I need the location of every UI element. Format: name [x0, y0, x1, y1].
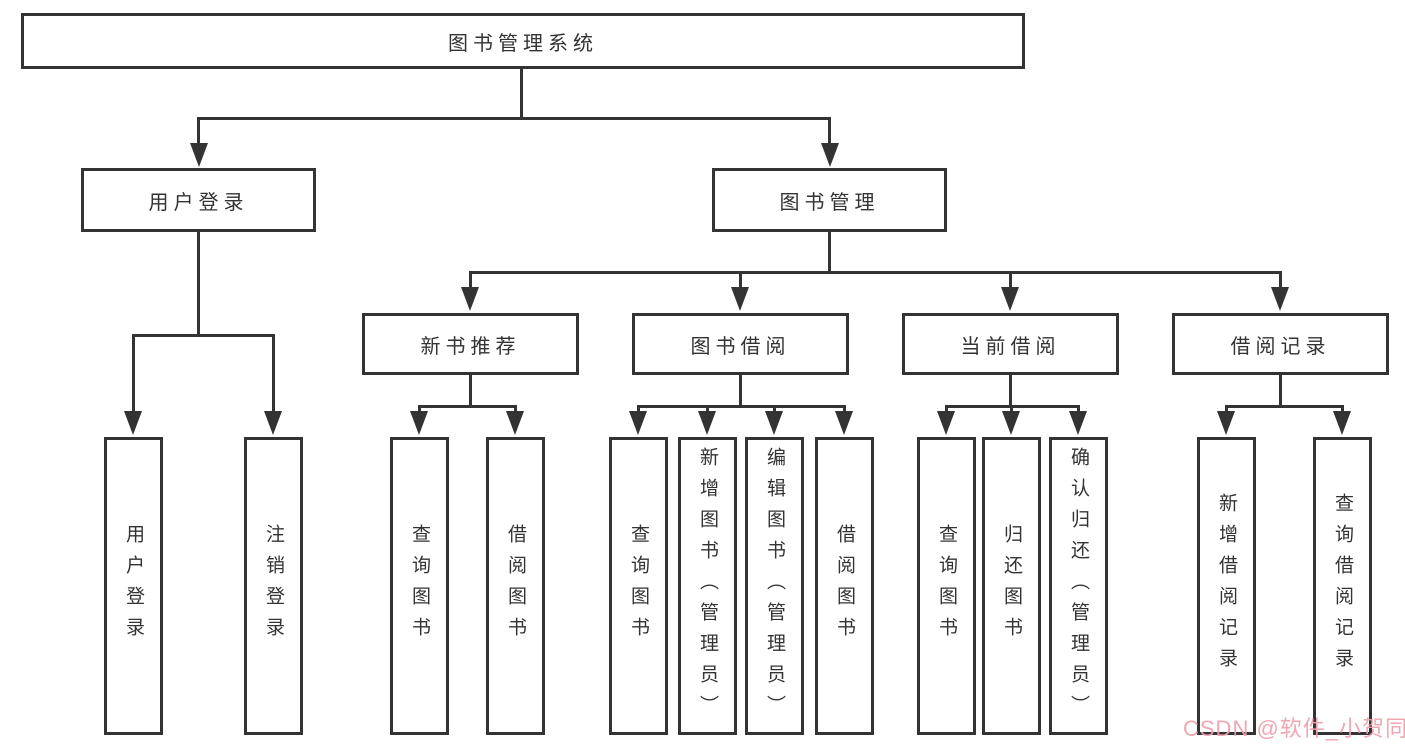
leaf-label: 注销登录 — [263, 524, 284, 648]
leaf-label: 查询图书 — [409, 524, 430, 648]
connector-line — [1279, 271, 1282, 289]
connector-line — [1009, 271, 1012, 289]
leaf-query-books-current: 查询图书 — [917, 437, 976, 735]
arrow-down-icon — [1069, 411, 1087, 435]
connector-line — [1009, 375, 1012, 408]
connector-line — [1279, 375, 1282, 408]
leaf-borrow-books-recommend: 借阅图书 — [486, 437, 545, 735]
arrow-down-icon — [1001, 287, 1019, 311]
leaf-borrow-books: 借阅图书 — [815, 437, 874, 735]
leaf-label: 新增图书（管理员） — [697, 446, 718, 726]
connector-line — [418, 405, 421, 415]
leaf-label: 查询图书 — [628, 524, 649, 648]
connector-line — [1077, 405, 1080, 415]
node-root-library-system: 图书管理系统 — [21, 13, 1025, 69]
arrow-down-icon — [731, 287, 749, 311]
leaf-label: 借阅图书 — [505, 524, 526, 648]
leaf-label: 借阅图书 — [834, 524, 855, 648]
node-current-borrowing: 当前借阅 — [902, 313, 1119, 375]
leaf-query-books-recommend: 查询图书 — [390, 437, 449, 735]
node-borrowing-records: 借阅记录 — [1172, 313, 1389, 375]
arrow-down-icon — [937, 411, 955, 435]
connector-line — [637, 405, 846, 408]
arrow-down-icon — [835, 411, 853, 435]
arrow-down-icon — [1271, 287, 1289, 311]
connector-line — [520, 69, 523, 119]
arrow-down-icon — [410, 411, 428, 435]
connector-line — [197, 232, 200, 336]
leaf-query-borrow-record: 查询借阅记录 — [1313, 437, 1372, 735]
csdn-watermark: CSDN @软件_小贺同学 — [1183, 716, 1405, 741]
connector-line — [1225, 405, 1228, 415]
connector-line — [132, 334, 135, 412]
connector-line — [637, 405, 640, 415]
leaf-user-login: 用户登录 — [104, 437, 163, 735]
connector-line — [773, 405, 776, 415]
leaf-label: 编辑图书（管理员） — [764, 446, 785, 726]
connector-line — [469, 375, 472, 408]
leaf-label: 归还图书 — [1001, 524, 1022, 648]
node-book-management: 图书管理 — [712, 168, 947, 232]
leaf-label: 查询借阅记录 — [1332, 493, 1353, 679]
connector-line — [469, 271, 1282, 274]
arrow-down-icon — [124, 411, 142, 435]
connector-line — [418, 405, 517, 408]
connector-line — [739, 375, 742, 408]
node-book-borrowing: 图书借阅 — [632, 313, 849, 375]
connector-line — [843, 405, 846, 415]
leaf-query-books-borrowing: 查询图书 — [609, 437, 668, 735]
leaf-label: 用户登录 — [123, 524, 144, 648]
leaf-add-books-admin: 新增图书（管理员） — [678, 437, 737, 735]
arrow-down-icon — [698, 411, 716, 435]
arrow-down-icon — [264, 411, 282, 435]
connector-line — [706, 405, 709, 415]
connector-line — [945, 405, 948, 415]
leaf-logout: 注销登录 — [244, 437, 303, 735]
connector-line — [828, 232, 831, 274]
leaf-confirm-return-admin: 确认归还（管理员） — [1049, 437, 1108, 735]
leaf-label: 确认归还（管理员） — [1068, 446, 1089, 726]
arrow-down-icon — [1217, 411, 1235, 435]
node-new-book-recommend: 新书推荐 — [362, 313, 579, 375]
connector-line — [1341, 405, 1344, 415]
connector-line — [132, 334, 275, 337]
leaf-return-books: 归还图书 — [982, 437, 1041, 735]
arrow-down-icon — [765, 411, 783, 435]
connector-line — [1010, 405, 1013, 415]
leaf-add-borrow-record: 新增借阅记录 — [1197, 437, 1256, 735]
leaf-label: 新增借阅记录 — [1216, 493, 1237, 679]
connector-line — [1225, 405, 1344, 408]
connector-line — [197, 117, 831, 120]
arrow-down-icon — [461, 287, 479, 311]
node-user-login: 用户登录 — [81, 168, 316, 232]
connector-line — [514, 405, 517, 415]
connector-line — [272, 334, 275, 412]
arrow-down-icon — [629, 411, 647, 435]
arrow-down-icon — [821, 143, 839, 167]
arrow-down-icon — [506, 411, 524, 435]
arrow-down-icon — [1333, 411, 1351, 435]
leaf-edit-books-admin: 编辑图书（管理员） — [745, 437, 804, 735]
connector-line — [197, 117, 200, 145]
arrow-down-icon — [1002, 411, 1020, 435]
arrow-down-icon — [190, 143, 208, 167]
connector-line — [469, 271, 472, 289]
leaf-label: 查询图书 — [936, 524, 957, 648]
connector-line — [739, 271, 742, 289]
connector-line — [828, 117, 831, 145]
